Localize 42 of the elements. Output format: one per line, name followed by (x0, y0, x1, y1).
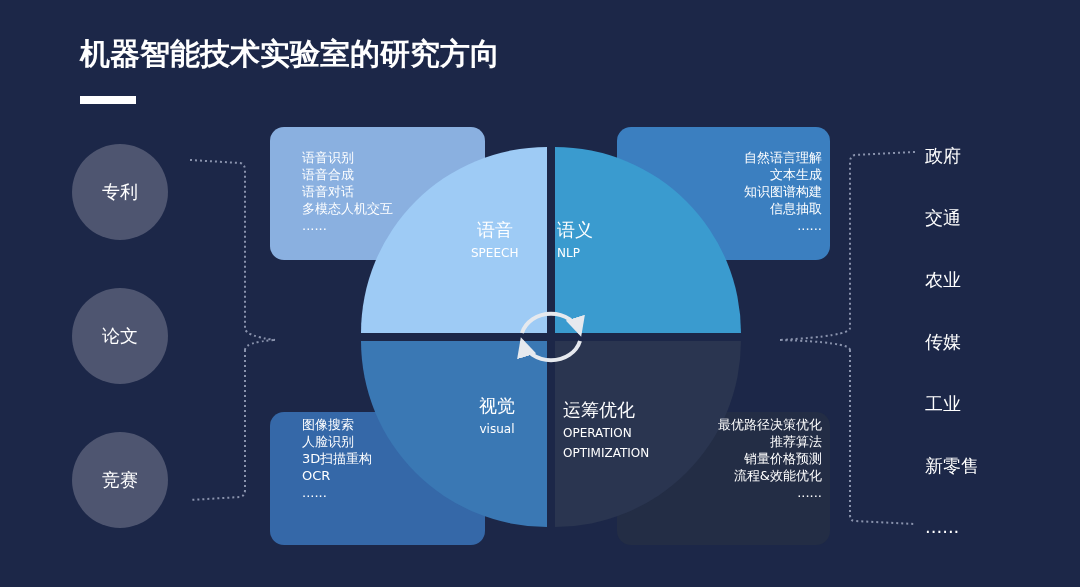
quadrant-title: 语音 (476, 218, 513, 242)
list-item: 信息抽取 (770, 200, 822, 217)
list-item: 自然语言理解 (744, 149, 822, 166)
quadrant-subtitle: OPERATION OPTIMIZATION (563, 425, 651, 462)
list-item: 3D扫描重构 (302, 450, 373, 467)
sector-label: 交通 (925, 206, 961, 230)
curved-arrow (518, 337, 582, 363)
curved-arrow (520, 311, 584, 337)
circle-label: 竞赛 (102, 468, 138, 492)
sector-label: 农业 (925, 268, 961, 292)
list-item: OCR (302, 467, 331, 484)
quadrant-subtitle: SPEECH (471, 245, 519, 262)
list-item: 销量价格预测 (744, 450, 822, 467)
list-item: 流程&效能优化 (733, 467, 822, 484)
list-item: 最优路径决策优化 (718, 416, 822, 433)
quadrant-title: 运筹优化 (563, 398, 635, 422)
sector-label: 工业 (925, 392, 961, 416)
list-item: 知识图谱构建 (744, 183, 822, 200)
sector-label: 新零售 (925, 454, 979, 478)
quadrant-subtitle: visual (479, 421, 515, 438)
sector-label: ...... (925, 516, 960, 537)
list-item: 多模态人机交互 (302, 200, 393, 217)
title: 机器智能技术实验室的研究方向 (80, 35, 500, 73)
sector-label: 传媒 (925, 330, 961, 354)
circle-label: 专利 (102, 180, 138, 204)
list-item: 语音对话 (302, 183, 354, 200)
list-item: 语音合成 (302, 166, 354, 183)
quadrant-subtitle: NLP (557, 245, 580, 262)
list-item: ...... (302, 484, 327, 501)
list-item: 人脸识别 (302, 433, 354, 450)
list-item: 图像搜索 (302, 416, 354, 433)
list-item: 文本生成 (770, 166, 822, 183)
list-item: 推荐算法 (770, 433, 822, 450)
list-item: ...... (302, 217, 327, 234)
sector-label: 政府 (925, 144, 961, 168)
list-item: ...... (797, 217, 822, 234)
list-item: ...... (797, 484, 822, 501)
list-item: 语音识别 (302, 149, 354, 166)
quadrant-title: 视觉 (479, 394, 515, 418)
circle-label: 论文 (102, 324, 138, 348)
quadrant-title: 语义 (557, 218, 593, 242)
quarter-circle-segment (555, 147, 741, 333)
